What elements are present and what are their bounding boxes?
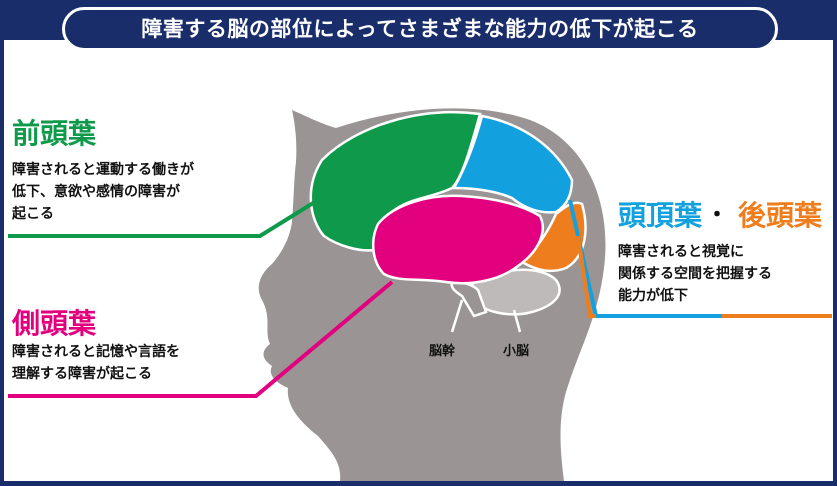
- frontal-desc-line-2: 低下、意欲や感情の障害が: [12, 184, 180, 200]
- frontal-callout-line: [8, 198, 320, 238]
- cerebellum-pointer: [512, 309, 522, 333]
- temporal-desc-line-2: 理解する障害が起こる: [12, 366, 152, 382]
- parietal-desc-line-3: 能力が低下: [618, 288, 688, 304]
- parietal-desc-line-2: 関係する空間を把握する: [618, 266, 772, 282]
- temporal-heading: 側頭葉: [12, 307, 97, 340]
- heading-separator: ・: [706, 203, 729, 228]
- frontal-desc-line-3: 起こる: [12, 206, 54, 222]
- frame-border-left: [0, 40, 4, 481]
- frame-border-right: [833, 40, 837, 481]
- frame-border-bottom: [0, 481, 837, 486]
- occipital-callout-line: [576, 235, 596, 318]
- temporal-lobe: [371, 194, 545, 285]
- brainstem-label: 脳幹: [429, 344, 456, 359]
- cerebellum-label: 小脳: [503, 344, 530, 359]
- parietal-desc-line-1: 障害されると視覚に: [618, 244, 744, 260]
- temporal-desc-line-1: 障害されると記憶や言語を: [12, 344, 180, 360]
- parietal-lobe: [451, 114, 574, 214]
- occipital-heading: 後頭葉: [738, 199, 823, 232]
- frontal-desc-line-1: 障害されると運動する働きが: [12, 162, 194, 178]
- page-title: 障害する脳の部位によってさまざまな能力の低下が起こる: [62, 7, 778, 51]
- parietal-heading: 頭頂葉: [618, 199, 703, 232]
- temporal-callout-line: [8, 280, 394, 398]
- frontal-heading: 前頭葉: [12, 117, 97, 150]
- brainstem-pointer: [450, 299, 464, 333]
